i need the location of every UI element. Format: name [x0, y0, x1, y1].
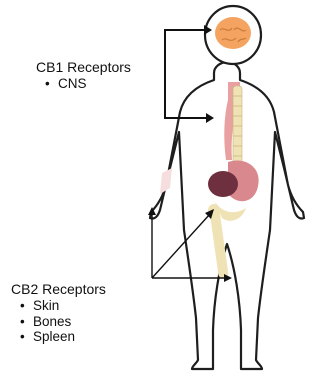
cb1-label-block: CB1 Receptors CNS: [36, 59, 131, 92]
cb1-list: CNS: [36, 76, 131, 92]
spleen-icon: [208, 171, 238, 197]
cb1-title: CB1 Receptors: [36, 59, 131, 76]
cb2-item-bones: Bones: [11, 314, 106, 330]
brain-icon: [215, 17, 251, 49]
cb2-item-spleen: Spleen: [11, 329, 106, 345]
cb2-list: Skin Bones Spleen: [11, 298, 106, 345]
cb2-item-skin: Skin: [11, 298, 106, 314]
cb2-label-block: CB2 Receptors Skin Bones Spleen: [11, 281, 106, 345]
cb1-item-cns: CNS: [36, 76, 131, 92]
skin-patch-icon: [160, 168, 172, 194]
cb2-title: CB2 Receptors: [11, 281, 106, 298]
